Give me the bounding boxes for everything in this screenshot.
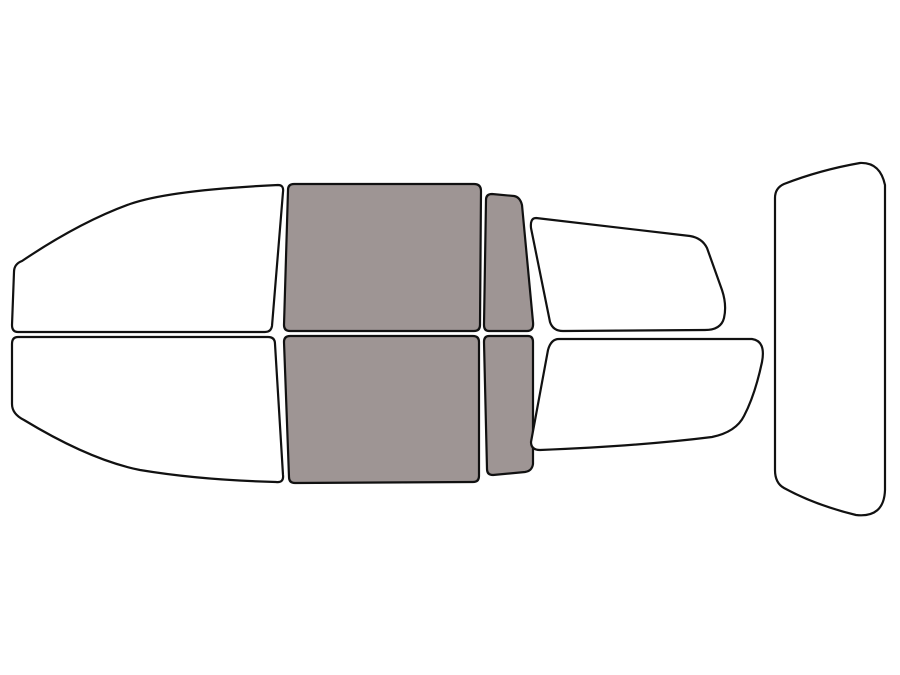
front-vent-window-top[interactable]: [482, 192, 535, 333]
windshield-bottom-pane[interactable]: [10, 335, 285, 484]
rear-door-window-bottom[interactable]: [529, 337, 764, 452]
rear-door-window-top[interactable]: [529, 216, 727, 333]
front-vent-window-bottom[interactable]: [482, 334, 535, 477]
windshield-top-pane[interactable]: [10, 183, 285, 334]
front-door-window-bottom[interactable]: [282, 334, 481, 485]
front-door-window-top[interactable]: [282, 182, 483, 333]
back-window[interactable]: [773, 161, 887, 517]
